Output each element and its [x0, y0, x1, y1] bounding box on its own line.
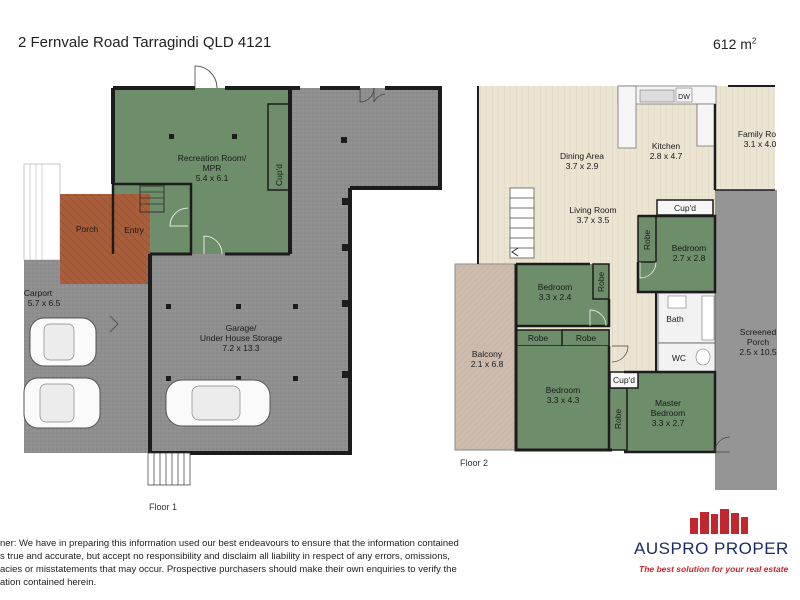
balcony-floor: [454, 263, 517, 451]
screened-porch-label-2: Porch: [747, 337, 769, 347]
kitchen-label: Kitchen: [652, 141, 681, 151]
car-icon-carport-2: [23, 377, 101, 429]
master-bedroom-label-2: Bedroom: [651, 408, 686, 418]
kitchen-counter-side: [617, 85, 637, 149]
carport-label: Carport: [24, 288, 53, 298]
recreation-room-label-2: MPR: [203, 163, 222, 173]
porch-floor: [60, 194, 150, 284]
floor2-label: Floor 2: [460, 458, 488, 468]
garage-label-2: Under House Storage: [200, 333, 282, 343]
sink-icon: [639, 89, 675, 103]
floor2-stairs: [509, 187, 535, 259]
disclaimer-line-3: acies or misstatements that may occur. P…: [0, 564, 457, 575]
dining-dims: 3.7 x 2.9: [566, 161, 599, 171]
disclaimer: ner: We have in preparing this informati…: [0, 537, 490, 589]
garage-dims: 7.2 x 13.3: [222, 343, 260, 353]
screened-porch-dims: 2.5 x 10.5: [739, 347, 777, 357]
car-icon-carport-1: [29, 317, 97, 367]
dishwasher-label: DW: [678, 94, 690, 101]
master-bedroom-dims: 3.3 x 2.7: [652, 418, 685, 428]
auspro-logo-tagline: The best solution for your real estate: [639, 564, 789, 574]
cupd-top-label: Cup'd: [674, 203, 696, 213]
car-icon-garage: [165, 379, 271, 427]
dishwasher-icon: [675, 87, 693, 103]
recreation-room-dims: 5.4 x 6.1: [196, 173, 229, 183]
screened-porch-label: Screened: [740, 327, 777, 337]
entry-label: Entry: [124, 225, 145, 235]
land-area: 612 m2: [713, 36, 756, 52]
floor2-walls: [477, 85, 775, 454]
bedroom-low-floor: [516, 346, 609, 450]
disclaimer-line-1: ner: We have in preparing this informati…: [0, 538, 459, 549]
wc-label: WC: [672, 353, 686, 363]
dining-label: Dining Area: [560, 151, 604, 161]
kitchen-dims: 2.8 x 4.7: [650, 151, 683, 161]
floor1-posts: [166, 134, 349, 381]
garage-label: Garage/: [226, 323, 257, 333]
robe-low-label: Robe: [613, 409, 623, 430]
land-area-value: 612 m: [713, 36, 752, 52]
family-room-label: Family Ro: [738, 129, 777, 139]
robe-right-label: Robe: [642, 230, 652, 251]
garage-floor: [150, 88, 440, 453]
floor1-walls: [111, 65, 442, 455]
robe-mid: [592, 263, 610, 300]
floor1-label: Floor 1: [149, 502, 177, 512]
screened-porch-floor: [715, 190, 777, 490]
porch-label: Porch: [76, 224, 98, 234]
carport-arrow-icon: [109, 315, 119, 333]
living-room-label: Living Room: [569, 205, 616, 215]
kitchen-fridge: [696, 103, 716, 147]
balcony-label: Balcony: [472, 349, 503, 359]
bedroom-low-label: Bedroom: [546, 385, 581, 395]
property-address: 2 Fernvale Road Tarragindi QLD 4121: [18, 34, 272, 51]
balcony-dims: 2.1 x 6.8: [471, 359, 504, 369]
disclaimer-line-2: s true and accurate, but accept no respo…: [0, 551, 450, 562]
bedroom-low-dims: 3.3 x 4.3: [547, 395, 580, 405]
cupd-f1-label: Cup'd: [274, 164, 284, 186]
recreation-room-label: Recreation Room/: [178, 153, 247, 163]
bedroom-right-label: Bedroom: [672, 243, 707, 253]
floor1-outside-steps: [147, 452, 191, 486]
auspro-logo-name: AUSPRO PROPER: [634, 539, 789, 558]
stairs-arrow-icon: [511, 247, 519, 257]
disclaimer-line-4: ation contained herein.: [0, 577, 97, 588]
toilet-icon: [695, 348, 711, 366]
bath-label: Bath: [666, 314, 684, 324]
master-bedroom-label: Master: [655, 398, 681, 408]
cupd-low-label: Cup'd: [613, 375, 635, 385]
living-room-dims: 3.7 x 3.5: [577, 215, 610, 225]
robe-mid-label: Robe: [596, 272, 606, 293]
auspro-logo-skyline: [690, 509, 748, 534]
robe-a-label: Robe: [528, 333, 549, 343]
robe-b-label: Robe: [576, 333, 597, 343]
bathtub-icon: [701, 295, 715, 341]
carport-dims: 5.7 x 6.5: [28, 298, 61, 308]
family-room-dims: 3.1 x 4.0: [744, 139, 777, 149]
master-bedroom-floor: [624, 372, 716, 452]
bedroom-mid-label: Bedroom: [538, 282, 573, 292]
bedroom-right-dims: 2.7 x 2.8: [673, 253, 706, 263]
basin-icon: [667, 295, 687, 309]
bedroom-mid-dims: 3.3 x 2.4: [539, 292, 572, 302]
land-area-unit: 2: [751, 36, 757, 46]
